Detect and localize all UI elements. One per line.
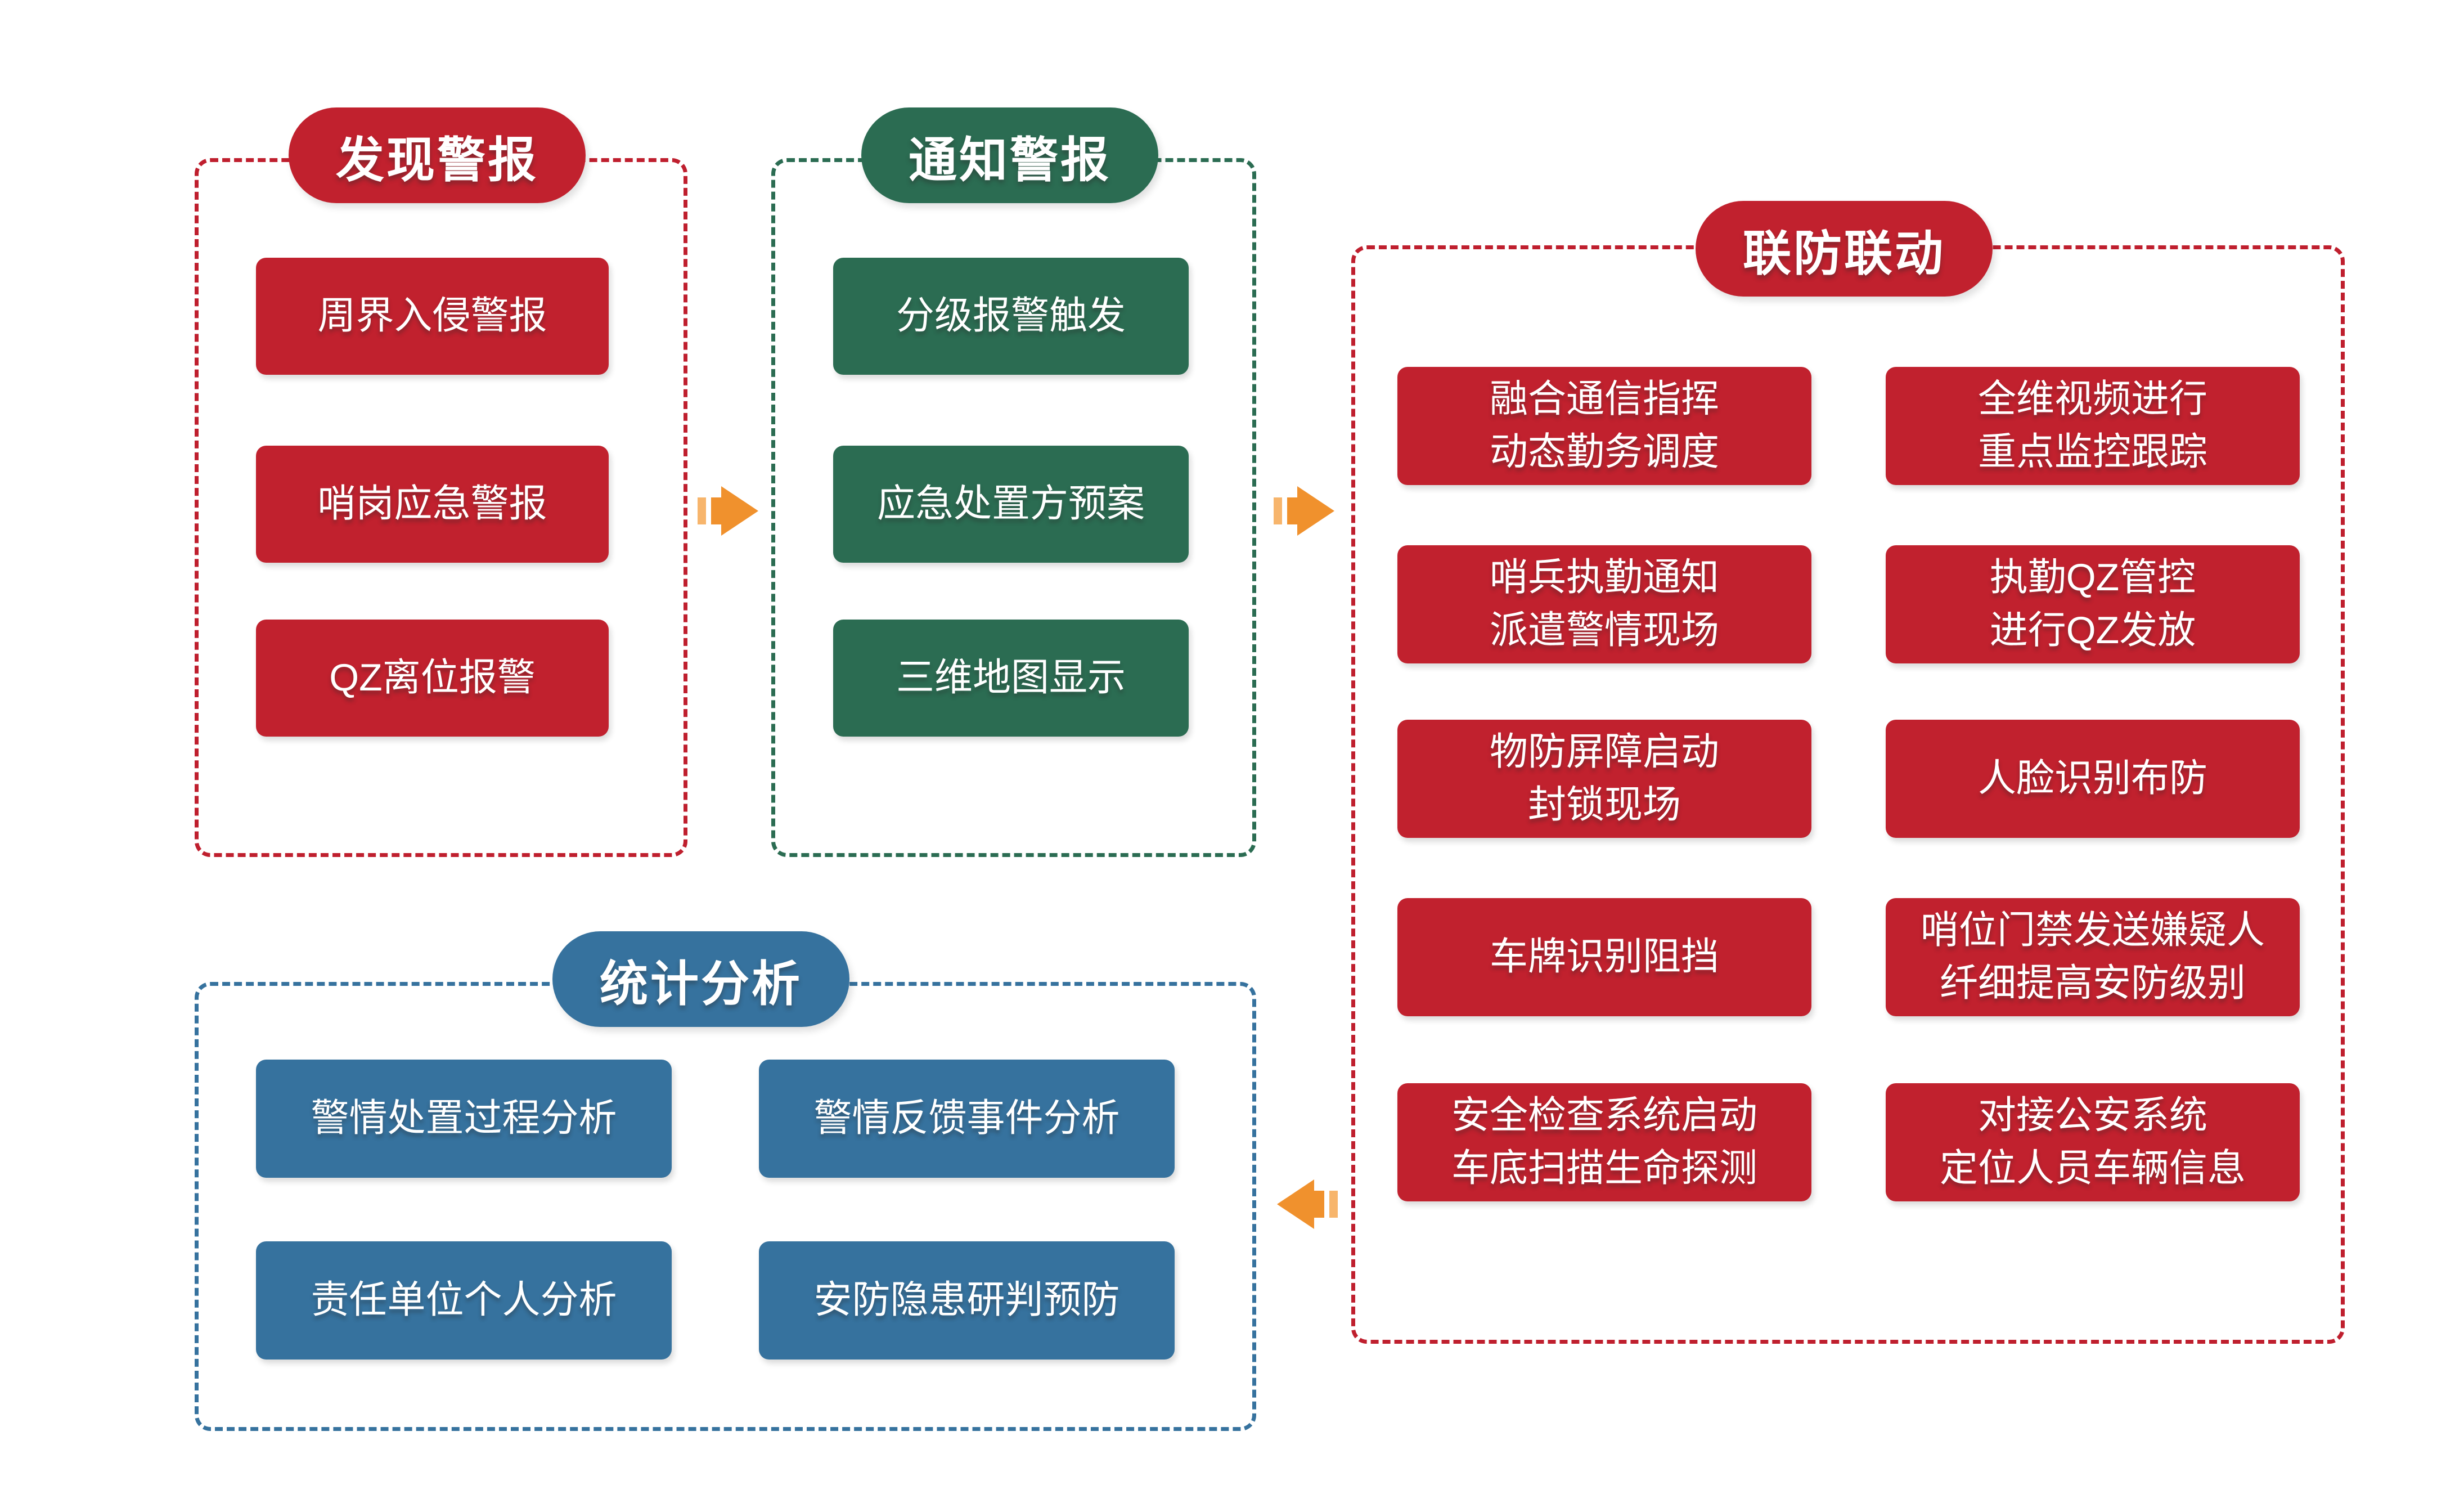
stats-analysis-header: 统计分析 [552, 931, 849, 1027]
arrow-stripe [1274, 497, 1282, 524]
node-label-line2: 定位人员车辆信息 [1939, 1147, 2246, 1190]
node-label-line1: 哨兵执勤通知 [1489, 556, 1719, 599]
arrow-gap [1282, 497, 1287, 524]
node-sentry-duty-notify: 哨兵执勤通知 派遣警情现场 [1397, 545, 1811, 663]
stats-analysis-header-label: 统计分析 [600, 957, 802, 1011]
node-graded-alarm-trigger: 分级报警触发 [833, 258, 1189, 375]
notify-alarm-header-label: 通知警报 [909, 133, 1111, 187]
node-label: QZ离位报警 [329, 656, 536, 699]
flow-arrow-joint-to-stats-icon [1277, 1179, 1338, 1229]
node-label-line2: 动态勤务调度 [1489, 430, 1719, 473]
node-label: 责任单位个人分析 [311, 1278, 617, 1322]
node-label-line2: 派遣警情现场 [1489, 609, 1719, 652]
arrow-head-left [1277, 1179, 1314, 1229]
joint-defense-header-label: 联防联动 [1743, 226, 1945, 281]
node-plate-recognition-block: 车牌识别阻挡 [1397, 898, 1811, 1016]
arrow-head-right [1297, 486, 1334, 536]
node-panoramic-video-tracking: 全维视频进行 重点监控跟踪 [1886, 367, 2300, 485]
node-label-line2: 纤细提高安防级别 [1939, 962, 2246, 1004]
node-label-line2: 重点监控跟踪 [1977, 430, 2207, 473]
node-qz-offsite-alarm: QZ离位报警 [256, 620, 609, 737]
node-label-line1: 全维视频进行 [1977, 378, 2207, 421]
arrow-stripe [698, 497, 706, 524]
arrow-gap [1324, 1191, 1329, 1218]
node-label: 哨岗应急警报 [317, 482, 547, 526]
arrow-stripe [1314, 1191, 1324, 1218]
node-security-risk-prediction: 安防隐患研判预防 [759, 1241, 1175, 1360]
discover-alarm-header-label: 发现警报 [336, 133, 538, 187]
node-label: 警情处置过程分析 [311, 1097, 617, 1140]
node-label-line1: 人脸识别布防 [1977, 757, 2207, 800]
stats-analysis-group-frame [195, 982, 1256, 1431]
node-label: 应急处置方预案 [876, 482, 1145, 526]
node-label-line1: 安全检查系统启动 [1451, 1094, 1757, 1137]
node-sentry-emergency-alarm: 哨岗应急警报 [256, 446, 609, 563]
arrow-stripe [711, 497, 721, 524]
node-alarm-handling-process-analysis: 警情处置过程分析 [256, 1060, 672, 1178]
node-emergency-response-plan: 应急处置方预案 [833, 446, 1189, 563]
node-label-line1: 执勤QZ管控 [1989, 556, 2196, 599]
node-fusion-comm-dispatch: 融合通信指挥 动态勤务调度 [1397, 367, 1811, 485]
flow-arrow-notify-to-joint-icon [1274, 486, 1334, 536]
node-label-line2: 封锁现场 [1527, 783, 1681, 826]
node-label-line2: 进行QZ发放 [1989, 609, 2196, 652]
node-3d-map-display: 三维地图显示 [833, 620, 1189, 737]
node-label-line1: 哨位门禁发送嫌疑人 [1920, 909, 2265, 952]
node-label-line2: 车底扫描生命探测 [1451, 1147, 1757, 1190]
node-label-line1: 车牌识别阻挡 [1489, 935, 1719, 979]
node-physical-barrier-lockdown: 物防屏障启动 封锁现场 [1397, 720, 1811, 838]
node-perimeter-intrusion-alarm: 周界入侵警报 [256, 258, 609, 375]
node-label: 安防隐患研判预防 [813, 1278, 1120, 1322]
node-duty-qz-control: 执勤QZ管控 进行QZ发放 [1886, 545, 2300, 663]
flow-arrow-discover-to-notify-icon [698, 486, 758, 536]
arrow-head-right [721, 486, 758, 536]
node-label: 三维地图显示 [896, 656, 1126, 699]
node-responsible-unit-person-analysis: 责任单位个人分析 [256, 1241, 672, 1360]
node-security-check-scan: 安全检查系统启动 车底扫描生命探测 [1397, 1083, 1811, 1201]
node-label-line1: 对接公安系统 [1977, 1094, 2207, 1137]
arrow-stripe [1287, 497, 1297, 524]
node-label: 分级报警触发 [896, 294, 1126, 338]
node-sentry-access-suspect-alert: 哨位门禁发送嫌疑人 纤细提高安防级别 [1886, 898, 2300, 1016]
joint-defense-header: 联防联动 [1696, 201, 1993, 297]
node-police-system-locate: 对接公安系统 定位人员车辆信息 [1886, 1083, 2300, 1201]
node-alarm-feedback-event-analysis: 警情反馈事件分析 [759, 1060, 1175, 1178]
notify-alarm-header: 通知警报 [861, 107, 1158, 203]
node-label: 周界入侵警报 [317, 294, 547, 338]
node-label-line1: 物防屏障启动 [1489, 730, 1719, 774]
discover-alarm-header: 发现警报 [289, 107, 586, 203]
node-label: 警情反馈事件分析 [813, 1097, 1120, 1140]
node-face-recognition-deploy: 人脸识别布防 [1886, 720, 2300, 838]
arrow-stripe [1329, 1191, 1338, 1218]
node-label-line1: 融合通信指挥 [1489, 378, 1719, 421]
arrow-gap [706, 497, 711, 524]
